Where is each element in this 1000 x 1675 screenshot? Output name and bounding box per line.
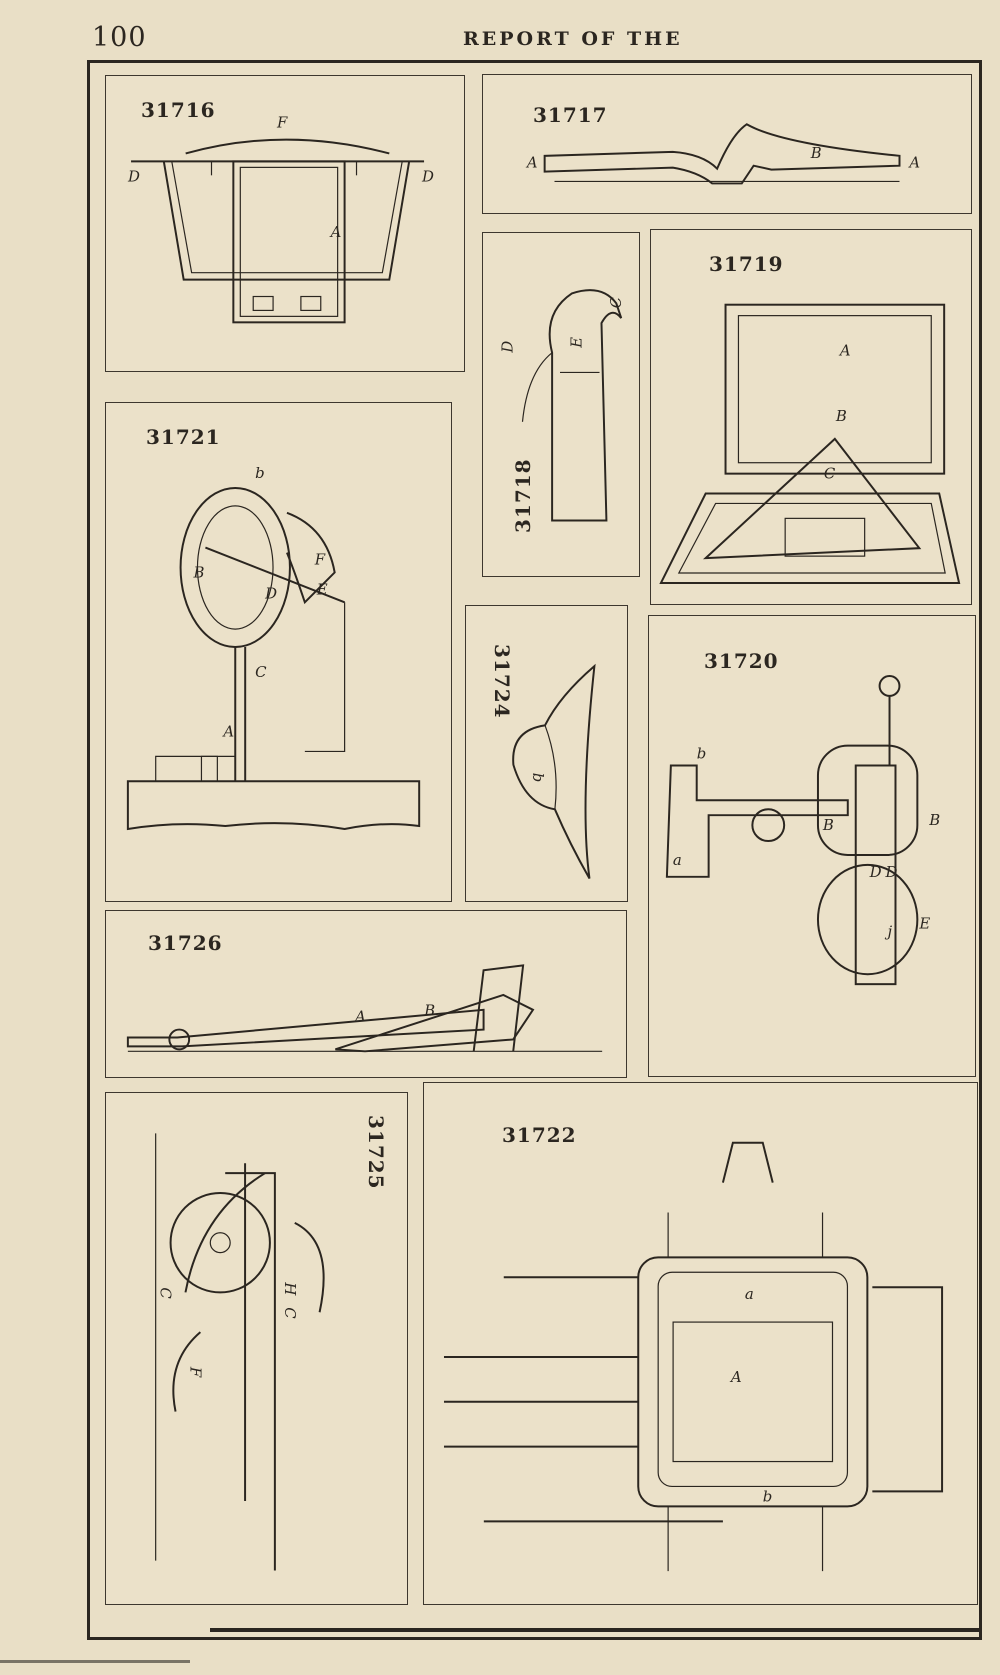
figure-31720: 31720 b a B B D D E j	[648, 615, 976, 1077]
label-C: C	[608, 296, 625, 308]
figure-31717-drawing: A B A	[525, 123, 920, 185]
bottom-rule	[210, 1628, 980, 1632]
figure-31724-drawing: b	[512, 663, 596, 879]
label-C-left: C	[157, 1287, 175, 1299]
label-D-left: D	[127, 167, 140, 185]
label-F: F	[276, 114, 288, 132]
label-A: A	[838, 341, 851, 359]
figure-number: 31726	[148, 931, 223, 955]
label-C-right: C	[281, 1307, 299, 1319]
bottom-left-rule	[0, 1660, 190, 1663]
label-D: D	[264, 584, 277, 602]
label-E: E	[316, 580, 328, 598]
figure-number: 31722	[502, 1123, 577, 1147]
label-j: j	[885, 922, 893, 940]
label-C: C	[824, 465, 836, 483]
label-B: B	[835, 407, 847, 425]
figure-31719-drawing: A B C	[659, 303, 961, 584]
label-D-left: D	[869, 863, 882, 881]
page-number: 100	[92, 22, 147, 53]
figure-number: 31716	[141, 98, 216, 122]
label-B-right: B	[928, 811, 940, 829]
label-B: B	[810, 145, 822, 162]
label-B-left: B	[822, 816, 834, 834]
label-E: E	[918, 914, 930, 932]
label-b: b	[763, 1487, 773, 1505]
label-b: b	[697, 745, 707, 763]
label-b: b	[255, 464, 265, 482]
label-A: A	[729, 1368, 742, 1386]
figure-31716: 31716 F D D A	[105, 75, 465, 372]
figure-31719: 31719 A B C	[650, 229, 972, 605]
label-F: F	[186, 1366, 204, 1378]
label-F: F	[314, 551, 326, 569]
figure-31717: 31717 A B A	[482, 74, 972, 214]
label-C: C	[255, 663, 267, 681]
figure-31724: 31724 b	[465, 605, 628, 902]
figure-31726-drawing: A B	[126, 964, 603, 1053]
label-D: D	[500, 341, 517, 354]
label-a: a	[673, 851, 682, 869]
figure-31725: 31725 C H C F	[105, 1092, 408, 1605]
label-a: a	[745, 1285, 754, 1303]
label-A-left: A	[525, 155, 538, 172]
figure-31718: 31718 D E C	[482, 232, 640, 577]
label-A: A	[329, 223, 342, 241]
label-A-right: A	[907, 155, 920, 172]
label-D-right: D	[421, 167, 434, 185]
figure-31722-drawing: a A b	[443, 1141, 944, 1572]
figure-31725-drawing: C H C F	[155, 1133, 325, 1571]
label-E: E	[569, 337, 586, 349]
label-B: B	[423, 1003, 435, 1020]
figure-31721: 31721 b B F E D C A	[105, 402, 452, 902]
running-head: REPORT OF THE	[463, 28, 683, 50]
label-D-right: D	[885, 863, 898, 881]
figure-31716-drawing: F D D A	[127, 114, 434, 324]
plate-frame	[87, 60, 982, 1640]
figure-31718-drawing: D E C	[500, 289, 625, 522]
figure-31720-drawing: b a B B D D E j	[665, 675, 940, 986]
label-H: H	[281, 1281, 299, 1296]
figure-number: 31717	[533, 103, 608, 127]
figure-number: 31720	[704, 649, 779, 673]
label-A: A	[221, 723, 234, 741]
figure-31721-drawing: b B F E D C A	[126, 464, 421, 831]
label-b: b	[529, 773, 546, 782]
figure-31726: 31726 A B	[105, 910, 627, 1078]
figure-31722: 31722 a A b	[423, 1082, 978, 1605]
figure-number: 31719	[709, 252, 784, 276]
label-A: A	[353, 1009, 366, 1026]
label-B: B	[192, 563, 204, 581]
figure-number: 31721	[146, 425, 221, 449]
